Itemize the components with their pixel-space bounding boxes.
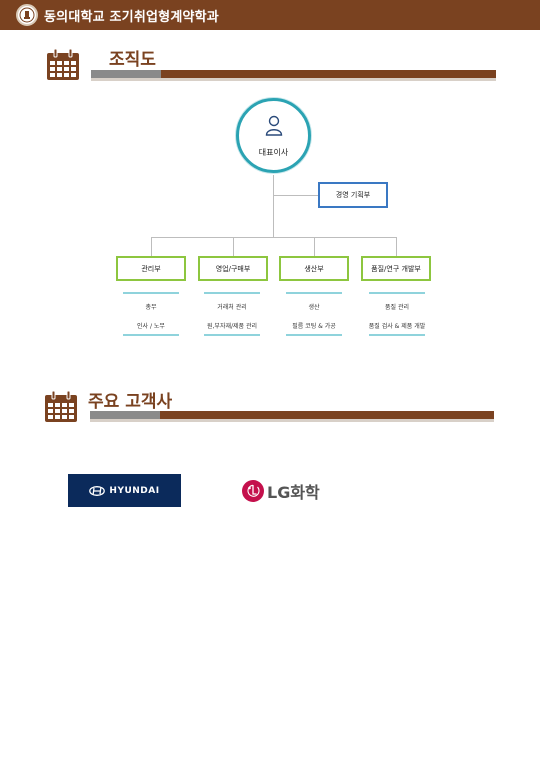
duty-item: 품질 관리 bbox=[385, 304, 409, 311]
connector-line bbox=[273, 195, 318, 196]
section-title-org-chart: 조직도 bbox=[109, 50, 156, 70]
person-icon bbox=[265, 115, 283, 136]
dept-node-production: 생산부 bbox=[279, 256, 349, 281]
lg-emblem-icon bbox=[242, 480, 264, 502]
section-divider-shadow bbox=[91, 78, 496, 81]
dept-node-admin: 관리부 bbox=[116, 256, 186, 281]
duty-list-quality: 품질 관리 품질 검사 & 제품 개발 bbox=[369, 292, 425, 336]
connector-line bbox=[314, 237, 315, 256]
university-seal-icon bbox=[16, 4, 38, 26]
dept-node-quality: 품질/연구 개발부 bbox=[361, 256, 431, 281]
duty-list-sales: 거래처 관리 원,부자재/제품 관리 bbox=[204, 292, 260, 336]
hyundai-logo: HYUNDAI bbox=[68, 474, 181, 507]
duty-item: 필름 코팅 & 가공 bbox=[292, 323, 336, 330]
duty-item: 생산 bbox=[308, 304, 320, 311]
duty-item: 총무 bbox=[145, 304, 157, 311]
lg-chem-wordmark: LG화학 bbox=[267, 483, 320, 502]
hyundai-wordmark: HYUNDAI bbox=[109, 485, 160, 496]
hyundai-emblem-icon bbox=[89, 485, 106, 496]
duty-item: 거래처 관리 bbox=[217, 304, 247, 311]
section-divider-brown bbox=[160, 411, 494, 419]
duty-item: 인사 / 노무 bbox=[137, 323, 165, 330]
connector-line bbox=[233, 237, 234, 256]
lg-chem-logo: LG화학 bbox=[242, 479, 320, 503]
connector-line bbox=[396, 237, 397, 256]
connector-line bbox=[151, 237, 152, 256]
duty-list-admin: 총무 인사 / 노무 bbox=[123, 292, 179, 336]
section-divider-grey bbox=[91, 70, 161, 78]
dept-node-sales: 영업/구매부 bbox=[198, 256, 268, 281]
section-title-customers: 주요 고객사 bbox=[88, 392, 173, 412]
calendar-icon bbox=[46, 48, 80, 81]
header-bar: 동의대학교 조기취업형계약학과 bbox=[0, 0, 540, 30]
planning-dept-node: 경영 기획부 bbox=[318, 182, 388, 208]
calendar-icon bbox=[44, 390, 78, 423]
section-divider-shadow bbox=[90, 419, 494, 422]
section-divider-brown bbox=[161, 70, 496, 78]
duty-list-production: 생산 필름 코팅 & 가공 bbox=[286, 292, 342, 336]
duty-item: 원,부자재/제품 관리 bbox=[207, 323, 257, 330]
duty-item: 품질 검사 & 제품 개발 bbox=[368, 323, 426, 330]
ceo-label: 대표이사 bbox=[258, 148, 289, 157]
connector-line bbox=[151, 237, 396, 238]
ceo-node: 대표이사 bbox=[236, 98, 311, 173]
section-divider-grey bbox=[90, 411, 160, 419]
connector-line bbox=[273, 175, 274, 237]
header-title: 동의대학교 조기취업형계약학과 bbox=[44, 10, 219, 25]
